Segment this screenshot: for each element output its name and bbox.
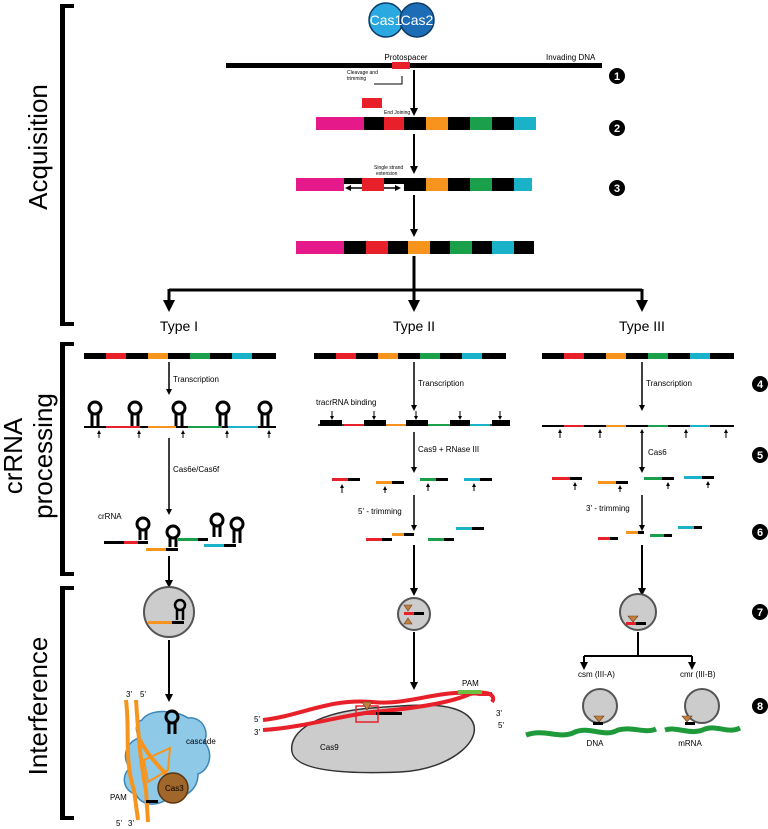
crispr-array-step3 [296, 178, 532, 191]
cas9-interference [262, 690, 496, 774]
type-i-transcription: Transcription [173, 375, 219, 384]
tracrrna-binding-label: tracrRNA binding [316, 398, 376, 407]
invading-dna-label: Invading DNA [546, 53, 596, 62]
end-joining-label: End Joining [384, 110, 410, 116]
step-badge-2 [609, 120, 625, 136]
step-badge-3 [609, 180, 625, 196]
cascade-interference [123, 699, 211, 823]
cleavage-label: Cleavage and [347, 70, 378, 76]
cas6-label: Cas6 [648, 448, 667, 457]
type-iii-cut-arrows [558, 429, 728, 438]
csm-complex [525, 688, 658, 738]
section-label-acquisition: Acquisition [23, 84, 53, 210]
step-number-2: 2 [614, 123, 620, 135]
inserted-spacer [362, 98, 382, 108]
cas2-label: Cas2 [401, 12, 434, 28]
three-prime-left-ii: 3' [254, 728, 260, 737]
step-badges: 1 2 3 4 5 6 7 8 [609, 68, 768, 714]
step-badge-8 [752, 698, 768, 714]
dna-label: DNA [587, 739, 605, 748]
crrna-label: crRNA [98, 512, 122, 521]
type-ii-array [314, 353, 506, 359]
cas1-label: Cas1 [370, 12, 403, 28]
crispr-array-final [296, 241, 534, 254]
extension-label: extension [376, 171, 398, 177]
type-iii-transcription: Transcription [646, 379, 692, 388]
type-i-label: Type I [160, 318, 198, 334]
csm-label: csm (III-A) [578, 670, 615, 679]
step-badge-4 [752, 376, 768, 392]
type-branch-arrows [163, 256, 648, 312]
invading-dna [226, 62, 602, 69]
cas9-rnase-label: Cas9 + RNase III [418, 445, 479, 454]
pam-label-type-i: PAM [110, 793, 127, 802]
section-label-crrna: crRNA [0, 417, 28, 494]
section-label-processing: processing [28, 393, 58, 519]
type-ii-transcription: Transcription [418, 379, 464, 388]
pam-label-type-ii: PAM [462, 679, 479, 688]
trimming-label: trimming [347, 76, 366, 82]
cascade-label: cascade [186, 737, 216, 746]
type-ii-crrnas [366, 527, 484, 541]
cas1-cas2-complex: Cas1 Cas2 [368, 2, 435, 38]
step-number-4: 4 [757, 379, 764, 391]
section-label-interference: Interference [23, 637, 53, 776]
step-number-8: 8 [757, 701, 763, 713]
step-number-1: 1 [614, 71, 620, 83]
type-ii-fragments [332, 478, 492, 484]
five-prime-top-i: 5' [140, 690, 146, 699]
step-badge-7 [752, 604, 768, 620]
cas9-label: Cas9 [320, 743, 339, 752]
type-iii-label: Type III [619, 318, 665, 334]
cmr-complex [664, 688, 742, 735]
type-i-array [84, 353, 276, 359]
five-prime-trimming-label: 5' - trimming [358, 507, 402, 516]
step-badge-6 [752, 524, 768, 540]
hairpin-icons-type-i [87, 400, 273, 426]
step-badge-5 [752, 447, 768, 463]
step-number-3: 3 [614, 183, 620, 195]
three-prime-bottom-i: 3' [128, 819, 134, 828]
type-iii-fragments [552, 476, 714, 484]
cas3-label: Cas3 [165, 784, 184, 793]
step-badge-1 [609, 68, 625, 84]
cmr-label: cmr (III-B) [680, 670, 716, 679]
type-iii-crrnas [598, 526, 702, 540]
three-prime-trimming-label: 3' - trimming [586, 504, 630, 513]
section-bars [60, 4, 74, 820]
crispr-array-step2 [316, 117, 536, 130]
cas6e-cas6f-label: Cas6e/Cas6f [173, 465, 220, 474]
cas2-circle [399, 2, 435, 38]
hairpin-icons-crrna [135, 512, 245, 547]
type-iii-complex [619, 593, 657, 631]
type-iii-array [542, 353, 734, 359]
protospacer-label: Protospacer [384, 53, 427, 62]
type-ii-cut-arrows [330, 411, 502, 420]
mrna-label: mRNA [678, 739, 702, 748]
type-i-complex [143, 586, 195, 638]
type-ii-complex [397, 597, 431, 631]
fragment-arrows [340, 481, 710, 493]
type-ii-pre-crrna [318, 420, 510, 426]
type-i-cut-arrows [97, 430, 271, 438]
single-strand-label: Single strand [374, 165, 403, 171]
step-number-6: 6 [757, 527, 763, 539]
type-ii-label: Type II [393, 318, 435, 334]
step-number-7: 7 [757, 607, 763, 619]
five-prime-left-ii: 5' [254, 715, 260, 724]
five-prime-right-ii: 5' [498, 721, 504, 730]
step-number-5: 5 [757, 450, 763, 462]
three-prime-right-ii: 3' [496, 709, 502, 718]
cas3-circle [157, 772, 189, 804]
type-i-crrnas [104, 538, 236, 551]
five-prime-bottom-i: 5' [116, 819, 122, 828]
three-prime-top-i: 3' [126, 690, 132, 699]
